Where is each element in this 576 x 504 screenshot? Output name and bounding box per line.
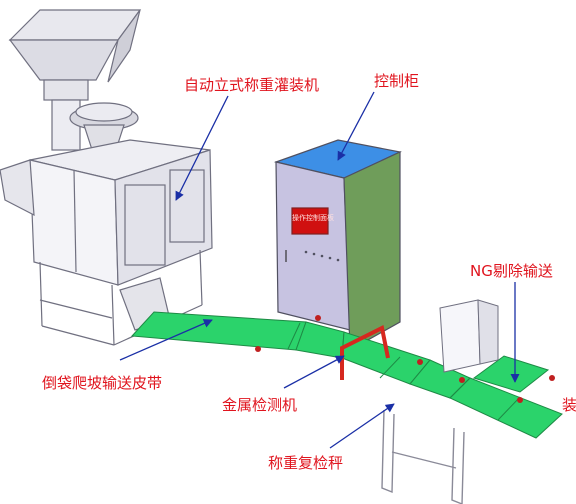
control-cabinet [273,139,402,352]
filling-machine [0,9,213,346]
leader-arrows [119,91,520,449]
label-control-cabinet: 控制柜 [374,72,420,90]
label-cabinet-panel: 操作控制面板 [292,214,334,222]
checkweigher-stand [381,409,465,504]
label-metal-detector: 金属检测机 [222,396,298,414]
label-checkweigher: 称重复检秤 [268,454,344,472]
label-cutoff: 装 [562,396,576,414]
metal-detector [340,325,390,380]
label-incline-belt: 倒袋爬坡输送皮带 [42,374,163,392]
incline-conveyor-belt [130,311,345,359]
label-ng-reject: NG剔除输送 [470,262,553,280]
label-filling-machine: 自动立式称重灌装机 [184,76,320,94]
